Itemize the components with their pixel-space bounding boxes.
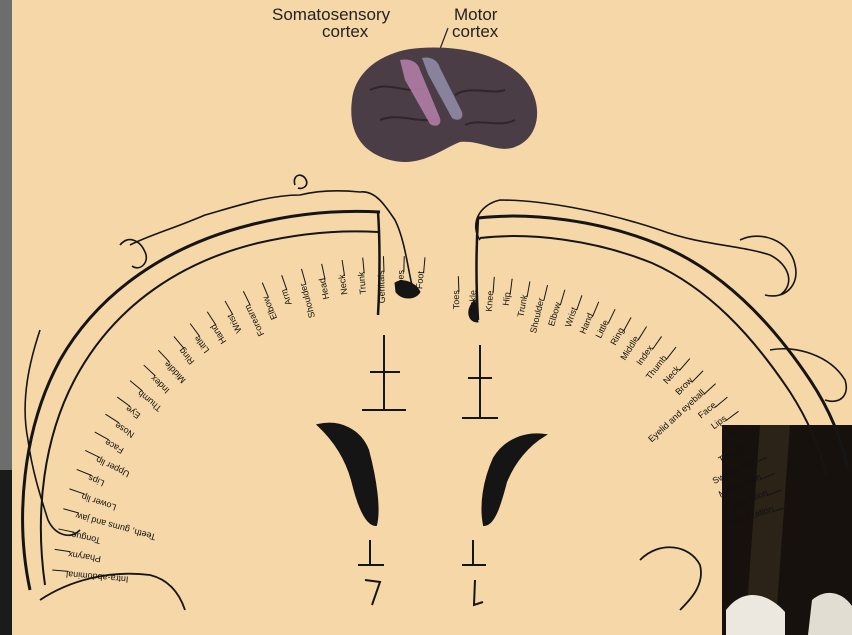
somatosensory-label-line2: cortex bbox=[322, 22, 369, 41]
sensory-tick bbox=[383, 256, 384, 272]
photo-fragment-left bbox=[0, 0, 14, 470]
photo-overlay-light-2 bbox=[808, 593, 852, 635]
sensory-label: Foot bbox=[414, 270, 426, 289]
motor-label: Hip bbox=[501, 292, 513, 307]
sensory-label: Genitals bbox=[376, 270, 387, 304]
motor-label: Toes bbox=[451, 290, 462, 310]
sensory-label: Toes bbox=[395, 269, 406, 289]
motor-label: Knee bbox=[484, 290, 496, 312]
motor-label: Ankle bbox=[468, 290, 478, 313]
motor-label-line2: cortex bbox=[452, 22, 499, 41]
motor-tick bbox=[458, 276, 459, 292]
